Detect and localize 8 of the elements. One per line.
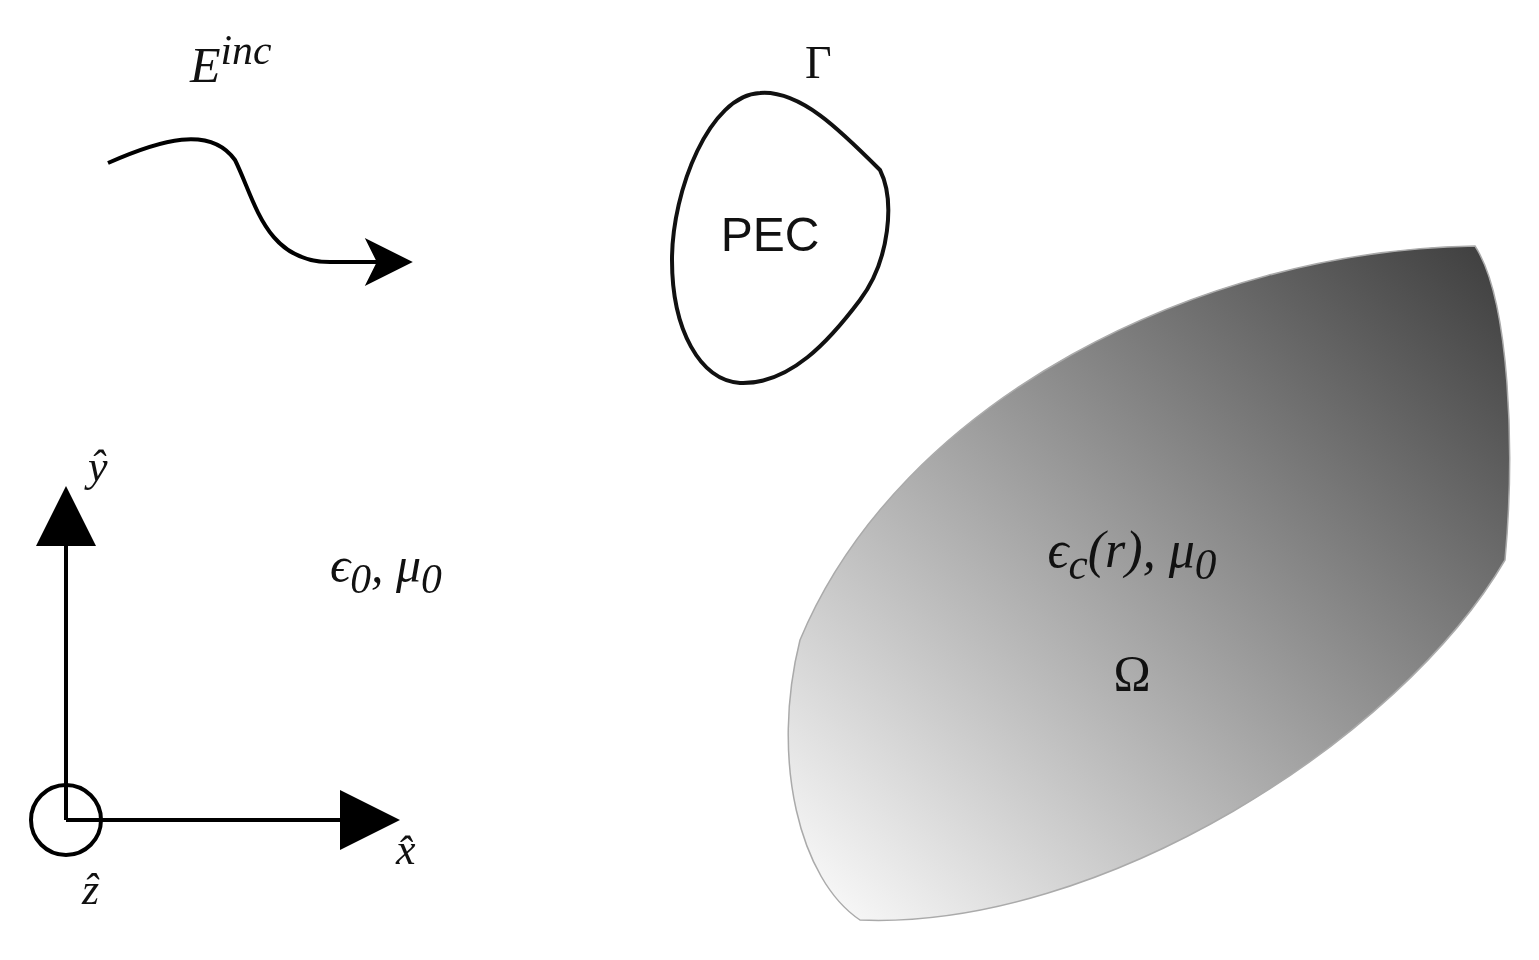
field-label: E$^{inc}$ bbox=[190, 30, 272, 90]
region-label: Ω bbox=[1113, 648, 1151, 698]
boundary-label: Γ bbox=[805, 40, 832, 86]
medium-label: ϵ$_{0}$, μ$_{0}$ bbox=[330, 540, 442, 601]
axis-label: ẑ bbox=[82, 868, 100, 912]
material-label: ϵ$_{c}$(r), μ$_{0}$ bbox=[1047, 524, 1217, 586]
axis-label: x̂ bbox=[396, 828, 416, 872]
region-label: PEC bbox=[720, 211, 820, 259]
